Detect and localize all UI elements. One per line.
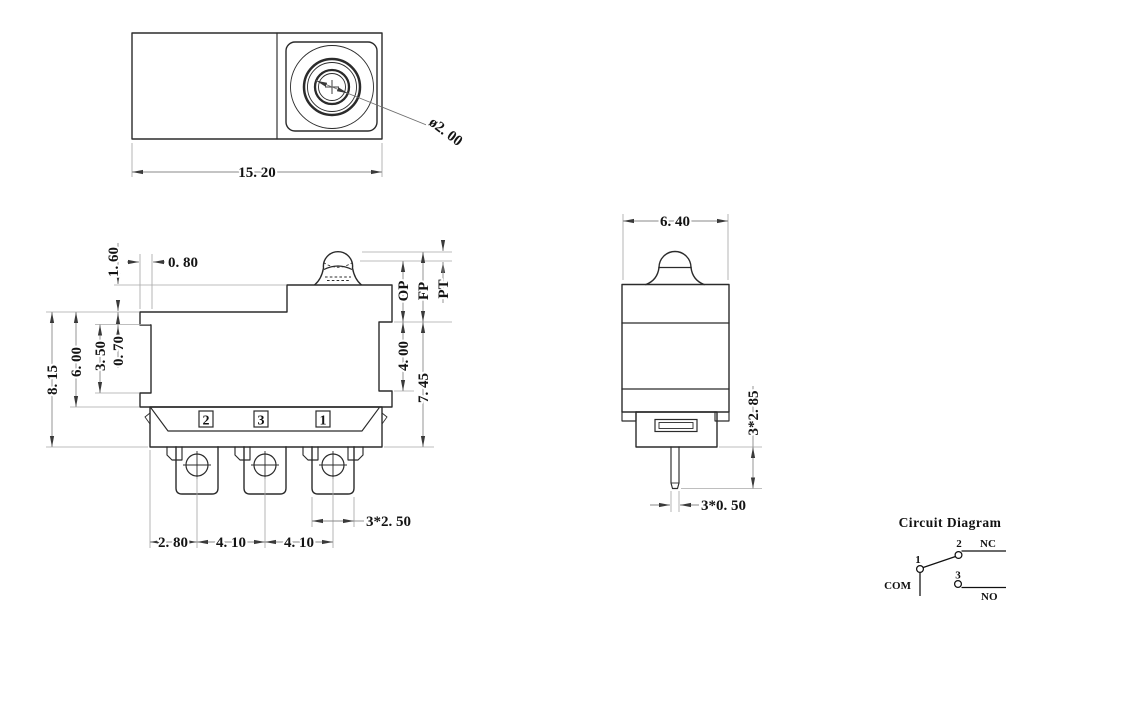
side-foot-right <box>714 411 730 422</box>
front-latch-left <box>144 412 151 425</box>
circuit-title: Circuit Diagram <box>899 515 1002 530</box>
dim-notch-height: 3. 50 <box>93 341 109 371</box>
circuit-label-com: COM <box>884 580 912 592</box>
front-base-plate <box>149 406 383 448</box>
circuit-label-nc: NC <box>980 538 996 550</box>
side-body <box>621 283 730 413</box>
side-view: 6. 40 3*2. 85 <box>621 212 764 516</box>
top-view-button-bezel <box>285 41 378 132</box>
top-view-button-circles <box>290 45 374 129</box>
side-plunger <box>645 250 705 286</box>
dim-notch-4: 4. 00 <box>396 341 412 371</box>
dim-pitch-2: 4. 10 <box>284 535 314 551</box>
circuit-label-no: NO <box>981 591 998 603</box>
side-foot-left <box>621 411 637 422</box>
switch-lever <box>922 555 956 569</box>
dim-pin-length: 3*2. 85 <box>746 391 762 436</box>
front-plunger <box>314 250 362 286</box>
dim-op: OP <box>396 281 412 302</box>
front-base-bevel <box>150 407 380 432</box>
dim-tab-width: 3*2. 50 <box>366 514 411 530</box>
terminal-label-3: 3 <box>258 414 265 429</box>
circuit-pin-2 <box>954 550 963 560</box>
side-terminal-block <box>635 411 718 448</box>
circuit-pin-3 <box>953 579 963 589</box>
terminal-number-plates: 2 3 1 <box>198 410 331 429</box>
top-view: ø2. 00 15. 20 <box>131 32 467 183</box>
circuit-diagram: Circuit Diagram 1 2 3 COM NC NO <box>883 515 1006 605</box>
circuit-pin-1 <box>915 564 925 574</box>
terminal-label-2: 2 <box>203 414 210 429</box>
dim-step-width: 0. 80 <box>168 255 198 271</box>
circuit-label-2: 2 <box>956 538 962 550</box>
top-view-dia-leader <box>315 80 430 127</box>
terminal-label-1: 1 <box>320 414 327 429</box>
dim-edge-to-pin: 2. 80 <box>158 535 188 551</box>
dim-button-diameter: ø2. 00 <box>426 114 466 149</box>
dim-height-745: 7. 45 <box>416 373 432 403</box>
front-bottom-dimensions: 2. 80 4. 10 4. 10 3*2. 50 <box>149 450 413 553</box>
front-right-dimensions: OP FP PT 4. 00 7. 45 <box>360 240 454 448</box>
dim-step-height: 1. 60 <box>106 247 122 277</box>
front-top-dimensions: 0. 80 <box>114 253 286 309</box>
side-slot-inner <box>658 422 694 429</box>
top-view-housing <box>131 32 383 140</box>
dim-step: 0. 70 <box>111 336 127 366</box>
side-pin-length-dim: 3*2. 85 <box>681 386 764 489</box>
dim-fp: FP <box>416 282 432 300</box>
side-pin <box>670 446 680 490</box>
circuit-label-3: 3 <box>955 570 961 582</box>
dim-body-height: 6. 00 <box>69 347 85 377</box>
circuit-label-1: 1 <box>915 554 921 566</box>
side-pin-width-dim: 3*0. 50 <box>650 491 748 516</box>
dim-side-width: 6. 40 <box>660 214 690 230</box>
side-slot-outer <box>654 418 698 433</box>
dim-pin-width: 3*0. 50 <box>701 498 746 514</box>
dim-total-height: 8. 15 <box>45 365 61 395</box>
front-latch-right <box>381 412 388 425</box>
front-view: 2 3 1 <box>43 240 454 553</box>
dim-pitch-1: 4. 10 <box>216 535 246 551</box>
front-left-dimensions: 8. 15 6. 00 3. 50 1. 60 0. 70 <box>43 243 150 448</box>
dim-pt: PT <box>436 279 452 298</box>
dim-body-length: 15. 20 <box>238 165 276 181</box>
front-body <box>139 284 393 408</box>
